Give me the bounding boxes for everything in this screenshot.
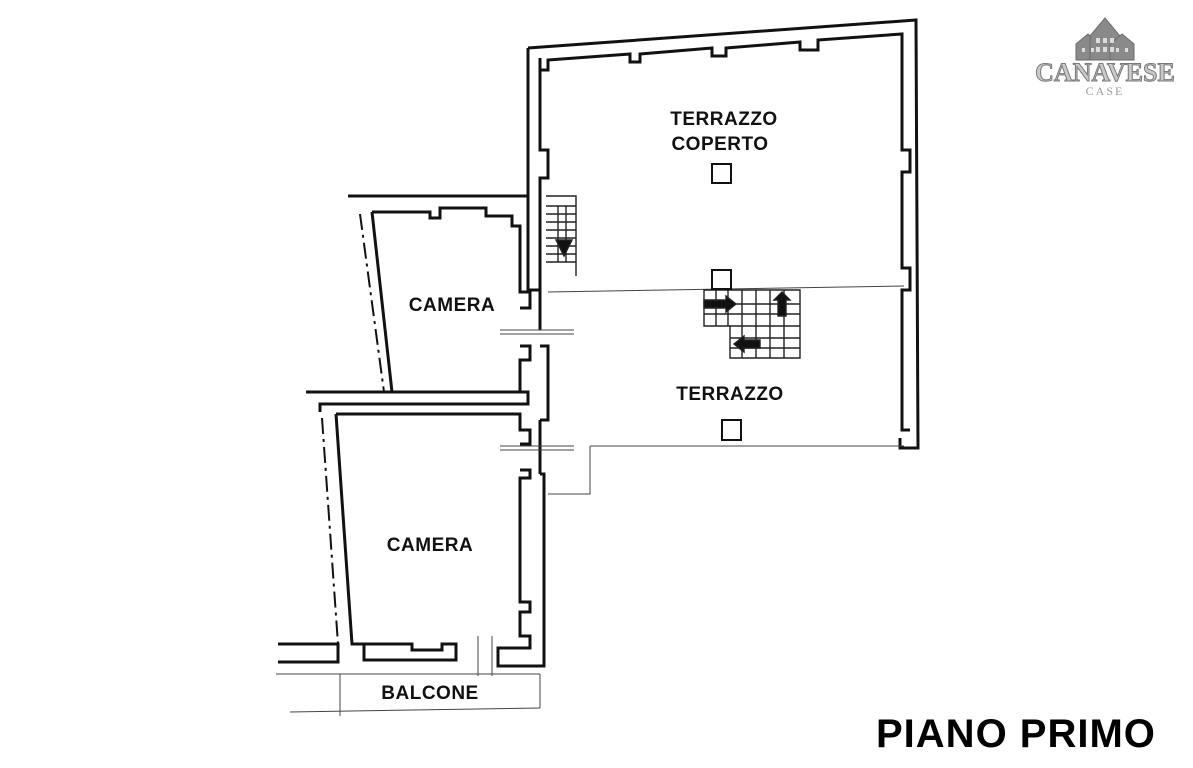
camera-upper-door-right	[540, 344, 550, 422]
camera-lower-left-wall	[334, 413, 458, 662]
label-camera-upper: CAMERA	[409, 295, 495, 316]
floor-title: PIANO PRIMO	[876, 712, 1156, 756]
logo-sub: CASE	[1085, 84, 1125, 98]
pillars	[711, 163, 742, 441]
mid-wall	[306, 390, 530, 412]
pillar-stairs	[711, 269, 732, 290]
pillar-terrace	[721, 419, 742, 441]
terrace-lower-boundary	[548, 445, 904, 495]
label-terrazzo: TERRAZZO	[676, 384, 783, 405]
terrace-left-inner	[538, 58, 550, 330]
stairs-lower	[703, 289, 801, 359]
logo-name: CANAVESE	[1035, 58, 1176, 88]
terrace-outer-wall	[527, 18, 920, 450]
thin-lines	[276, 285, 905, 716]
label-terrazzo-coperto-2: COPERTO	[671, 134, 768, 155]
terrace-inner-wall	[538, 32, 912, 432]
camera-upper-dash-wall	[359, 213, 385, 393]
pillar-covered-terrace	[711, 163, 732, 184]
outer-left-wall	[278, 642, 340, 664]
camera-lower-dash-wall	[321, 417, 339, 645]
walls	[278, 18, 920, 668]
camera-upper-walls	[348, 194, 540, 394]
label-balcone: BALCONE	[381, 683, 478, 704]
canavese-case-logo: CANAVESE CASE	[1030, 14, 1180, 102]
room-labels: TERRAZZO COPERTO TERRAZZO CAMERA CAMERA …	[381, 109, 783, 704]
label-terrazzo-coperto-1: TERRAZZO	[670, 109, 777, 130]
balcony-edge	[289, 707, 541, 713]
stairs-upper	[546, 195, 577, 276]
camera-lower-walls	[336, 412, 546, 668]
label-camera-lower: CAMERA	[387, 535, 473, 556]
houses-icon	[1075, 17, 1135, 61]
